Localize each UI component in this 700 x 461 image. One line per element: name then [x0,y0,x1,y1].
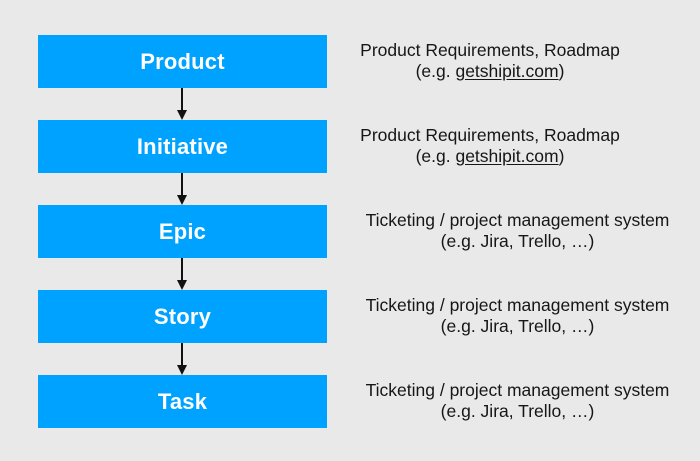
note-line2: (e.g. Jira, Trello, …) [345,401,690,422]
flow-arrow-product-initiative [176,88,188,120]
note-example-suffix: ) [558,146,565,166]
note-line2: (e.g. getshipit.com) [340,61,640,82]
flow-arrow-epic-story [176,258,188,290]
arrow-shaft [181,258,183,281]
arrow-shaft [181,173,183,196]
flow-arrow-initiative-epic [176,173,188,205]
note-line1: Ticketing / project management system [365,295,670,315]
level-box-product: Product [38,35,327,88]
getshipit-link[interactable]: getshipit.com [455,61,559,81]
note-example-prefix: (e.g. Jira, Trello, …) [440,316,595,336]
level-label-initiative: Initiative [136,133,229,159]
level-label-epic: Epic [158,218,207,244]
arrow-shaft [181,88,183,111]
note-product: Product Requirements, Roadmap (e.g. gets… [340,40,640,82]
arrow-down-icon [177,365,187,375]
note-initiative: Product Requirements, Roadmap (e.g. gets… [340,125,640,167]
note-example-prefix: (e.g. [415,61,456,81]
note-line1: Ticketing / project management system [365,380,670,400]
note-example-suffix: ) [558,61,565,81]
level-label-task: Task [157,388,208,414]
note-task: Ticketing / project management system (e… [345,380,690,422]
note-line2: (e.g. getshipit.com) [340,146,640,167]
level-label-product: Product [140,48,225,74]
note-line2: (e.g. Jira, Trello, …) [345,316,690,337]
note-epic: Ticketing / project management system (e… [345,210,690,252]
level-box-task: Task [38,375,327,428]
note-line2: (e.g. Jira, Trello, …) [345,231,690,252]
note-line1: Ticketing / project management system [365,210,670,230]
note-line1: Product Requirements, Roadmap [360,40,620,60]
flow-arrow-story-task [176,343,188,375]
note-example-prefix: (e.g. Jira, Trello, …) [440,231,595,251]
note-example-prefix: (e.g. [415,146,456,166]
note-example-prefix: (e.g. Jira, Trello, …) [440,401,595,421]
note-line1: Product Requirements, Roadmap [360,125,620,145]
level-label-story: Story [153,303,212,329]
arrow-down-icon [177,110,187,120]
arrow-shaft [181,343,183,366]
getshipit-link[interactable]: getshipit.com [455,146,559,166]
level-box-initiative: Initiative [38,120,327,173]
level-box-epic: Epic [38,205,327,258]
note-story: Ticketing / project management system (e… [345,295,690,337]
arrow-down-icon [177,280,187,290]
level-box-story: Story [38,290,327,343]
arrow-down-icon [177,195,187,205]
